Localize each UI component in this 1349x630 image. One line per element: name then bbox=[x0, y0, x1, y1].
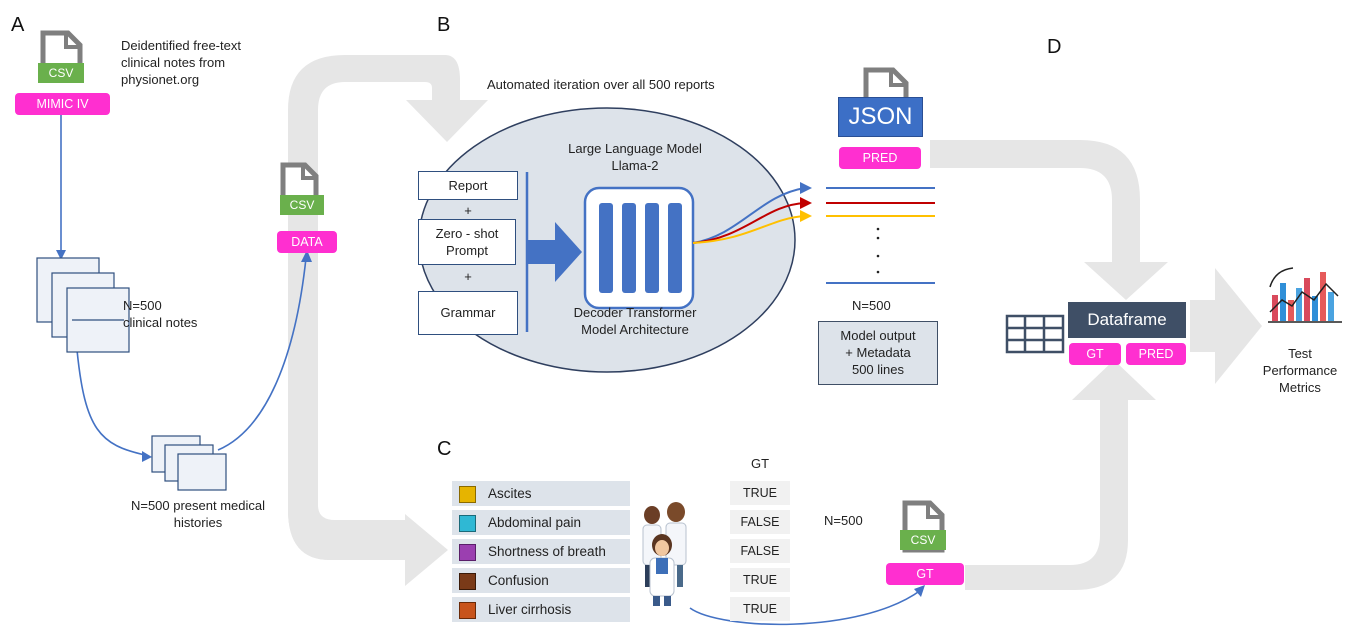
ascites-icon bbox=[459, 486, 476, 503]
shortness-of-breath-icon bbox=[459, 544, 476, 561]
data-tag: DATA bbox=[277, 231, 337, 253]
confusion-icon bbox=[459, 573, 476, 590]
medical-histories-pages bbox=[151, 435, 227, 491]
flow-arrow-to-metrics bbox=[1190, 268, 1262, 384]
gt-count: N=500 bbox=[824, 513, 863, 528]
iteration-label: Automated iteration over all 500 reports bbox=[487, 77, 715, 92]
json-tag: JSON bbox=[838, 97, 923, 137]
list-item: Liver cirrhosis bbox=[452, 597, 630, 622]
source-description: Deidentified free-text clinical notes fr… bbox=[121, 38, 241, 87]
gt-cell: TRUE bbox=[730, 481, 790, 505]
list-item: Ascites bbox=[452, 481, 630, 506]
gt-column: TRUE FALSE FALSE TRUE TRUE bbox=[730, 481, 790, 621]
notes-count: N=500 bbox=[123, 298, 162, 313]
notes-label: clinical notes bbox=[123, 315, 198, 330]
model-output-box: Model output + Metadata 500 lines bbox=[818, 321, 938, 385]
grammar-input-box: Grammar bbox=[418, 291, 518, 335]
metrics-chart-icon bbox=[1268, 267, 1342, 323]
mimic-iv-tag: MIMIC IV bbox=[15, 93, 110, 115]
gt-cell: FALSE bbox=[730, 539, 790, 563]
pred-tag-dataframe: PRED bbox=[1126, 343, 1186, 365]
architecture-label: Decoder Transformer Model Architecture bbox=[573, 305, 697, 337]
list-item: Confusion bbox=[452, 568, 630, 593]
panel-label-a: A bbox=[11, 14, 25, 36]
metrics-label: Test Performance Metrics bbox=[1262, 346, 1338, 395]
pred-tag-output: PRED bbox=[839, 147, 921, 169]
plus-sign: + bbox=[464, 203, 472, 218]
panel-label-b: B bbox=[437, 14, 451, 36]
flow-arrow-pred-to-d bbox=[930, 140, 1168, 300]
table-icon bbox=[1005, 314, 1065, 354]
gt-cell: FALSE bbox=[730, 510, 790, 534]
gt-tag: GT bbox=[886, 563, 964, 585]
gt-cell: TRUE bbox=[730, 568, 790, 592]
panel-label-c: C bbox=[437, 438, 452, 460]
histories-label: N=500 present medical histories bbox=[130, 498, 266, 530]
symptom-list: Ascites Abdominal pain Shortness of brea… bbox=[452, 481, 630, 622]
list-item: Shortness of breath bbox=[452, 539, 630, 564]
dataframe-box: Dataframe bbox=[1068, 302, 1186, 338]
csv-tag-mimic: CSV bbox=[38, 63, 84, 83]
plus-sign: + bbox=[464, 269, 472, 284]
list-item: Abdominal pain bbox=[452, 510, 630, 535]
gt-header: GT bbox=[750, 456, 770, 471]
output-count: N=500 bbox=[852, 298, 891, 313]
report-input-box: Report bbox=[418, 171, 518, 200]
csv-tag-data: CSV bbox=[280, 195, 324, 215]
zero-shot-prompt-box: Zero - shot Prompt bbox=[418, 219, 516, 265]
clinical-notes-pages bbox=[36, 257, 130, 353]
gt-cell: TRUE bbox=[730, 597, 790, 621]
input-arrow bbox=[527, 222, 582, 282]
liver-cirrhosis-icon bbox=[459, 602, 476, 619]
panel-label-d: D bbox=[1047, 36, 1062, 58]
flow-arrow-gt-to-d bbox=[965, 360, 1156, 590]
gt-tag-dataframe: GT bbox=[1069, 343, 1121, 365]
doctors-illustration bbox=[642, 502, 687, 606]
llm-title: Large Language Model Llama-2 bbox=[568, 141, 702, 173]
abdominal-pain-icon bbox=[459, 515, 476, 532]
flow-arrow-to-b bbox=[288, 55, 488, 490]
csv-tag-gt: CSV bbox=[900, 530, 946, 550]
